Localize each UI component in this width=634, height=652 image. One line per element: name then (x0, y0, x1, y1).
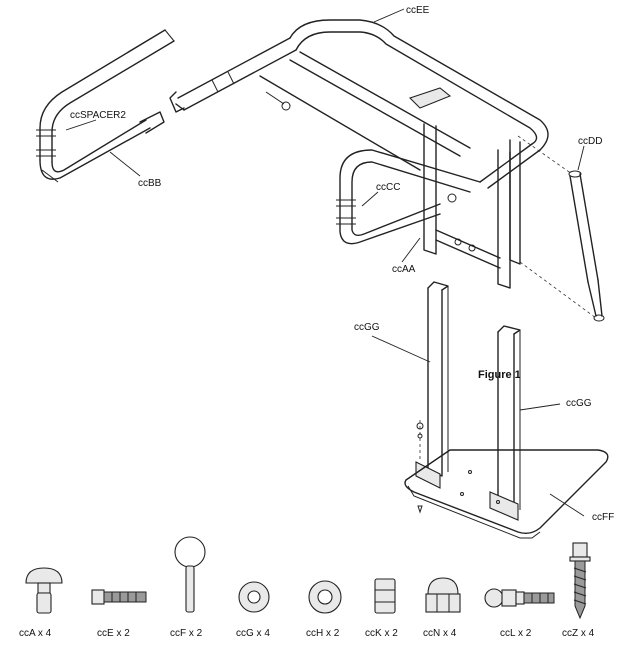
leader-lines (65, 8, 585, 517)
handle-tube-ccBB (36, 29, 175, 183)
spacer-icon (374, 578, 396, 614)
caption-ccK: ccK x 2 (365, 628, 398, 639)
carriage-bolt-icon (25, 567, 63, 614)
upright-frame-ccAA (423, 123, 521, 289)
caption-ccL: ccL x 2 (500, 628, 532, 639)
pull-pin-icon (174, 536, 206, 613)
side-handle-ccCC (336, 149, 481, 245)
caption-ccE: ccE x 2 (97, 628, 130, 639)
label-ccBB: ccBB (138, 178, 162, 189)
cap-nut-icon (425, 577, 461, 613)
label-ccSPACER2: ccSPACER2 (70, 110, 126, 121)
base-assembly (404, 281, 609, 539)
gas-spring-ccDD (517, 135, 605, 322)
top-frame-ccEE (169, 19, 549, 189)
label-ccAA: ccAA (392, 264, 416, 275)
lag-screw-icon (569, 542, 591, 620)
caption-ccH: ccH x 2 (306, 628, 340, 639)
label-ccCC: ccCC (376, 182, 400, 193)
figure-label: Figure 1 (478, 369, 521, 381)
caption-ccF: ccF x 2 (170, 628, 203, 639)
caption-ccA: ccA x 4 (19, 628, 52, 639)
ball-stud-icon (484, 588, 555, 608)
hex-bolt-icon (91, 589, 147, 605)
caption-ccN: ccN x 4 (423, 628, 457, 639)
washer-icon-ccH (308, 580, 342, 614)
label-ccGG-left: ccGG (354, 322, 380, 333)
label-ccEE: ccEE (406, 5, 430, 16)
label-ccDD: ccDD (578, 136, 602, 147)
caption-ccG: ccG x 4 (236, 628, 270, 639)
label-ccFF: ccFF (592, 512, 614, 523)
caption-ccZ: ccZ x 4 (562, 628, 595, 639)
washer-icon-ccG (238, 581, 270, 613)
label-ccGG-right: ccGG (566, 398, 592, 409)
